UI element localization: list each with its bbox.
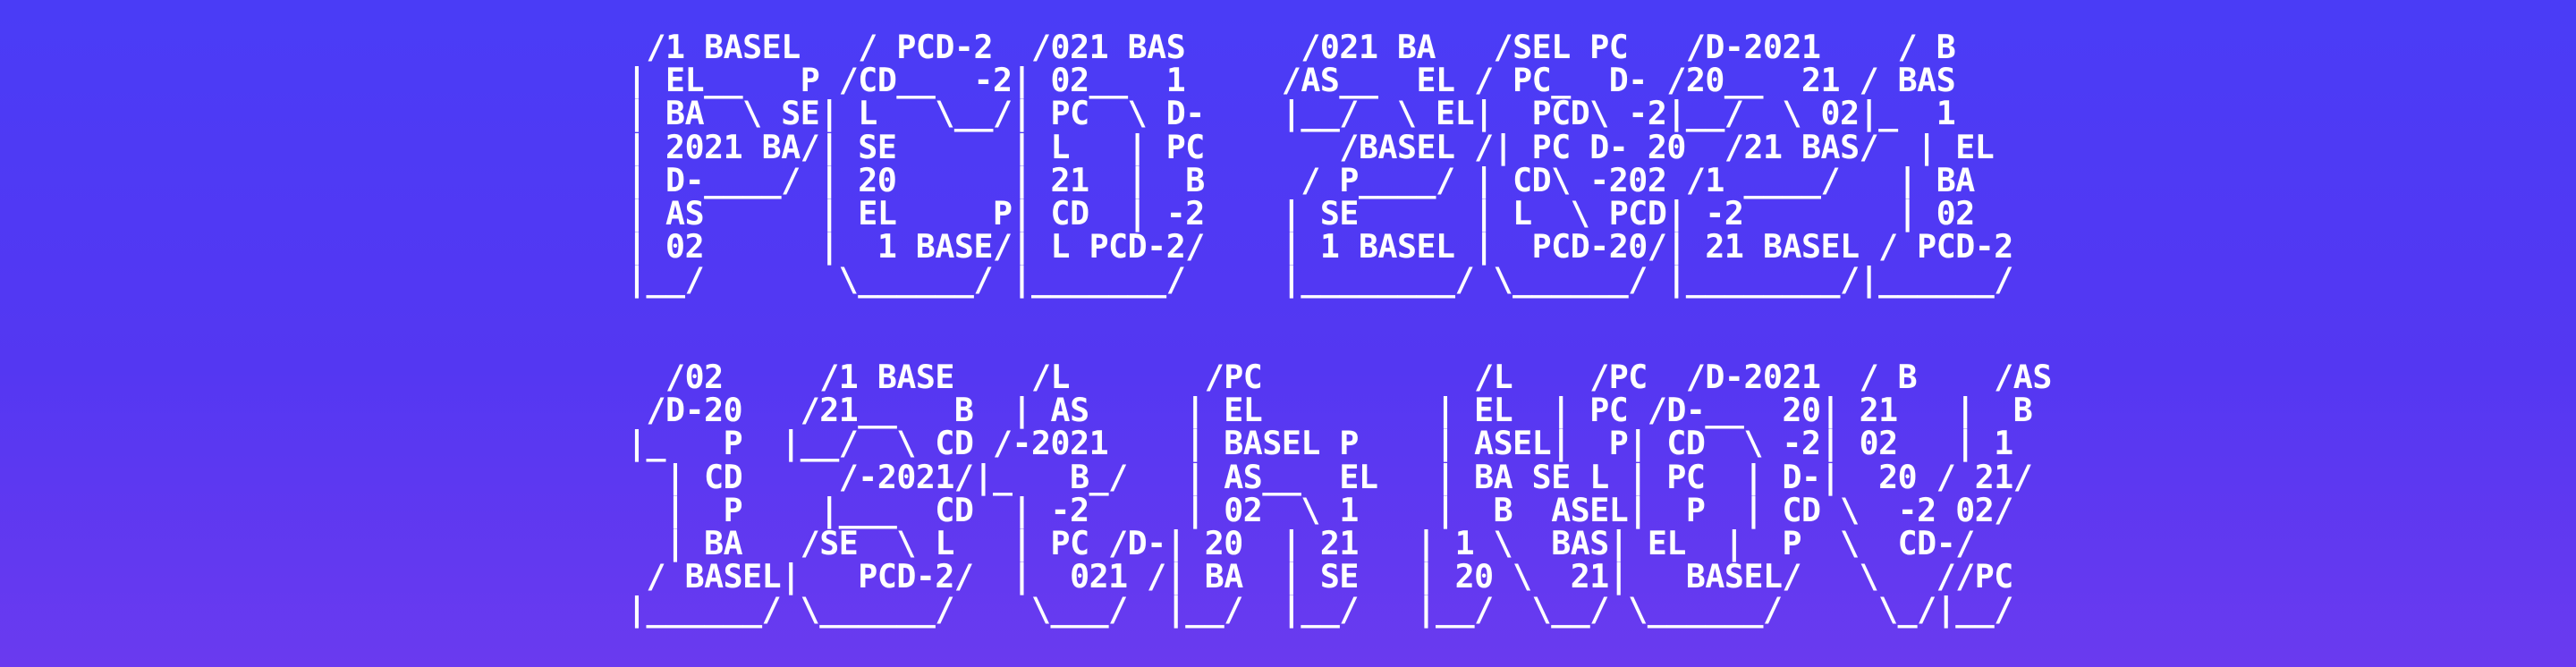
ascii-art-line: | BA \ SE| L \__/| PC \ D- |__/ \ EL| PC… (627, 94, 1956, 133)
ascii-art-line: | D-____/ | 20 | 21 | B / P____/ | CD\ -… (627, 160, 1975, 199)
ascii-art-line: | 2021 BA/| SE | L | PC /BASEL /| PC D- … (627, 127, 1995, 166)
ascii-art-line: /02 /1 BASE /L /PC /L /PC /D-2021 / B /A… (627, 358, 2052, 396)
ascii-art-bottom-block: /02 /1 BASE /L /PC /L /PC /D-2021 / B /A… (627, 360, 2052, 627)
ascii-art-line: / BASEL| PCD-2/ | 021 /| BA | SE | 20 \ … (627, 557, 2014, 596)
ascii-art-line: | P |___ CD | -2 | 02 \ 1 | B ASEL| P | … (627, 490, 2013, 529)
ascii-art-line: | CD /-2021/|_ B_/ | AS__ EL | BA SE L |… (627, 457, 2033, 496)
ascii-art-line: |_ P |__/ \ CD /-2021 | BASEL P | ASEL| … (627, 424, 2013, 463)
ascii-art-line: /D-20 /21__ B | AS | EL | EL | PC /D-__ … (627, 391, 2033, 430)
ascii-art-line: | BA /SE \ L | PC /D-| 20 | 21 | 1 \ BAS… (627, 524, 1975, 563)
ascii-art-line: | EL__ P /CD__ -2| 02__ 1 /AS__ EL / PC_… (627, 61, 1956, 100)
ascii-art-line: /1 BASEL / PCD-2 /021 BAS /021 BA /SEL P… (627, 28, 1956, 66)
ascii-art-line: | AS | EL P| CD | -2 | SE | L \ PCD| -2 … (627, 194, 1975, 233)
ascii-art-line: | 02 | 1 BASE/| L PCD-2/ | 1 BASEL | PCD… (627, 227, 2013, 266)
ascii-art-line: |______/ \______/ \___/ |__/ |__/ |__/ \… (627, 590, 2013, 629)
ascii-art-line: |__/ \______/ |_______/ |________/ \____… (627, 260, 2013, 300)
ascii-art-top-block: /1 BASEL / PCD-2 /021 BAS /021 BA /SEL P… (627, 30, 2013, 297)
